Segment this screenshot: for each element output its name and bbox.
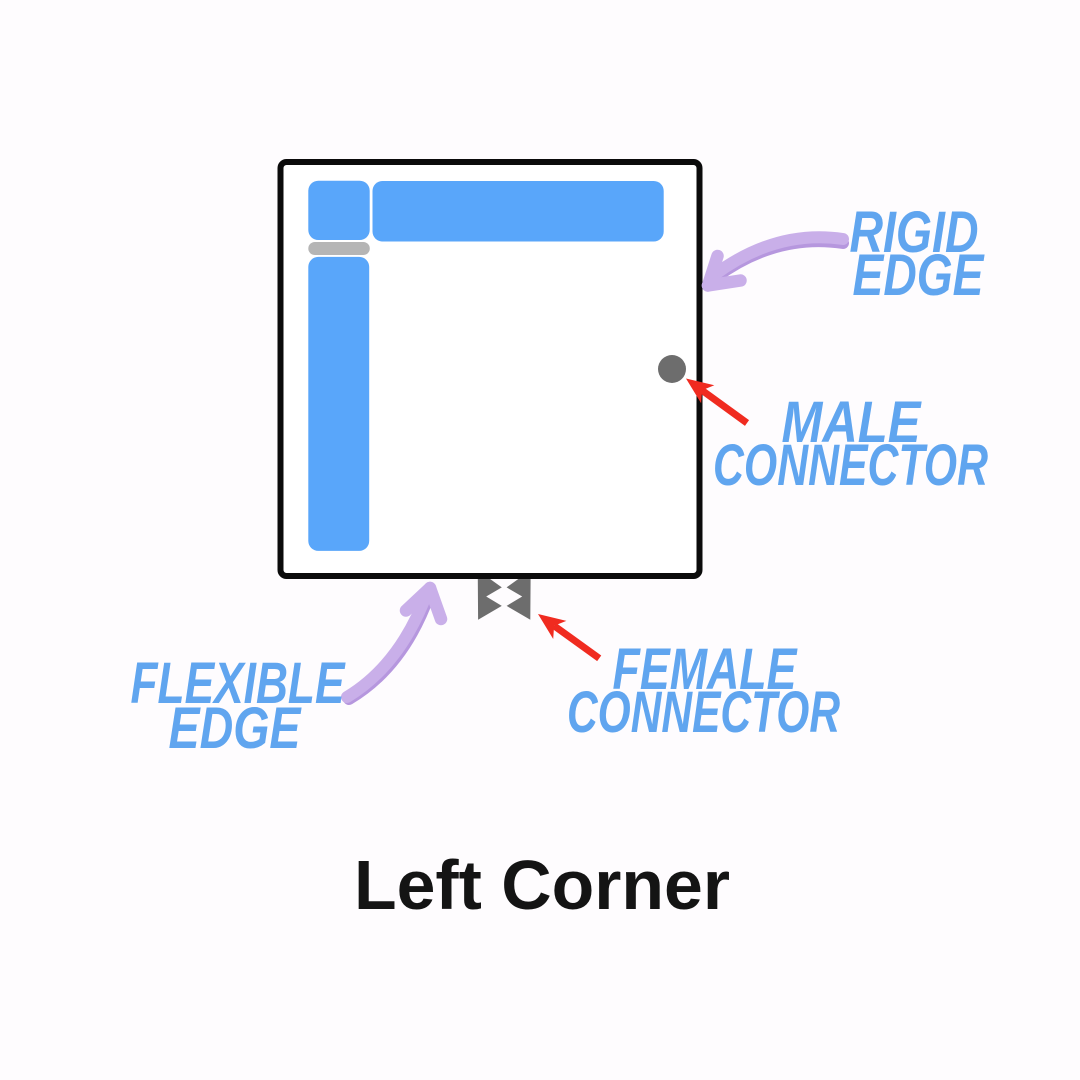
svg-text:EDGE: EDGE <box>853 243 986 308</box>
svg-text:FLEXIBLE: FLEXIBLE <box>131 651 347 716</box>
svg-text:CONNECTOR: CONNECTOR <box>713 433 988 498</box>
svg-text:RIGID: RIGID <box>850 200 979 265</box>
svg-text:MALE: MALE <box>782 390 923 455</box>
svg-text:EDGE: EDGE <box>169 696 303 761</box>
svg-text:Left Corner: Left Corner <box>354 846 730 924</box>
svg-text:CONNECTOR: CONNECTOR <box>567 680 840 745</box>
svg-text:FEMALE: FEMALE <box>613 637 799 702</box>
